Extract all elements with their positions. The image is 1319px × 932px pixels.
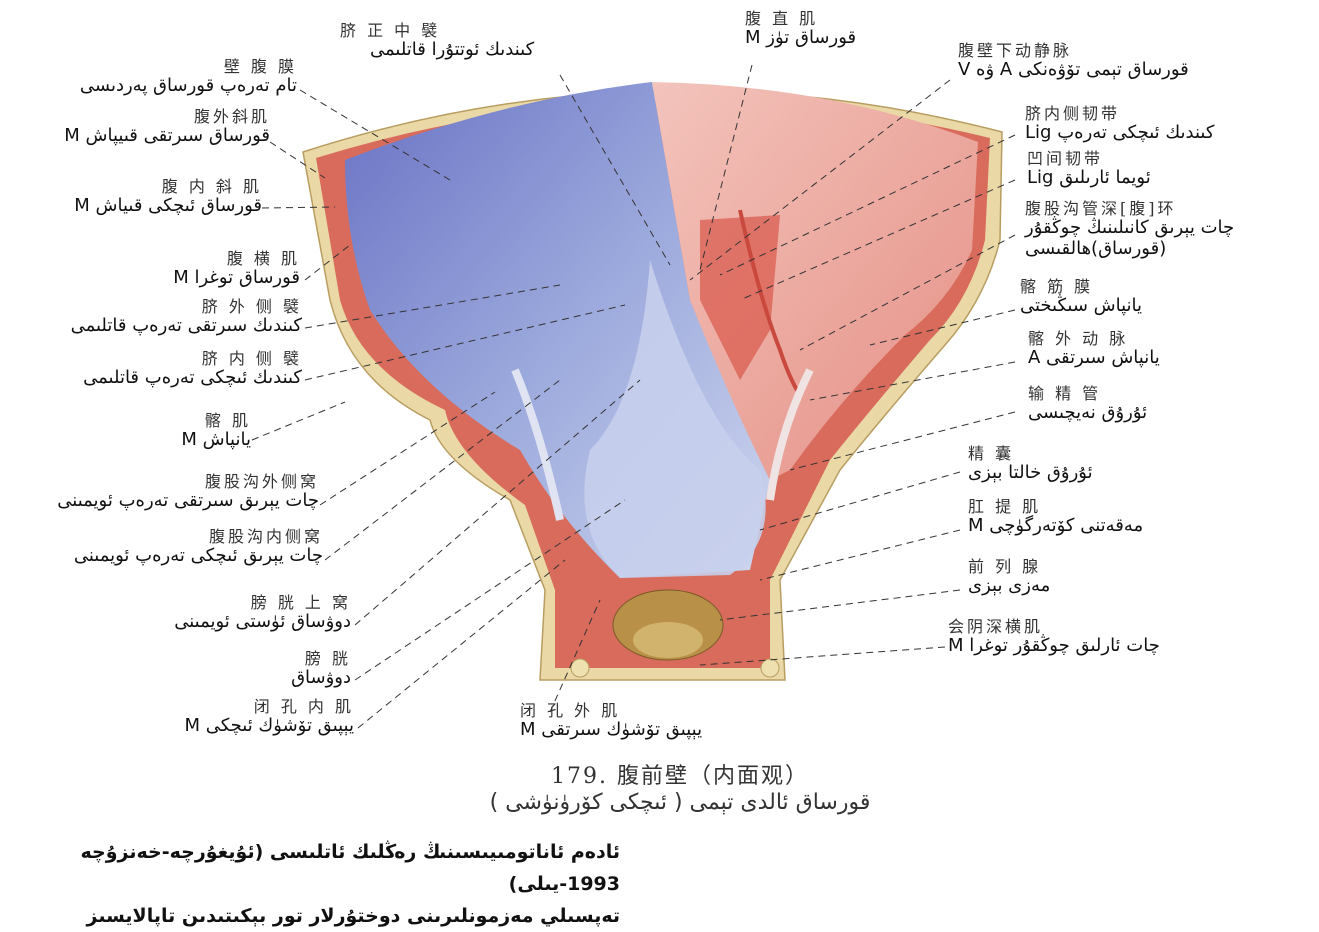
pubic-bone-right	[760, 658, 780, 678]
prostate-highlight	[633, 622, 703, 658]
label-ug: مەزى بېزى	[968, 575, 1051, 597]
label-zh: 腹股沟内侧窝	[208, 527, 323, 546]
label-zh: 脐 正 中 襞	[340, 21, 441, 40]
label-zh: 肛 提 肌	[968, 497, 1042, 516]
label-ug: M قورساق سىرتقى قىيپاش	[64, 125, 270, 147]
footer-line-2: تەپسىلي مەزمونلىرىنى دوختۇرلار تور بېكىت…	[86, 905, 620, 927]
label-ug: ئويما ئارىلىق Lig	[1027, 167, 1151, 189]
label-zh: 腹壁下动静脉	[958, 41, 1073, 60]
label-zh: 脐 内 侧 襞	[201, 349, 302, 368]
label-ug: چات يېرىق ئىچكى تەرەپ ئويمىنى	[73, 545, 323, 567]
label-ug: M قورساق ئىچكى قىياش	[74, 195, 262, 217]
label-ug-line2: (قورساق)ھالقىسى	[1025, 238, 1167, 260]
label-ug: كىندىك ئوتتۇرا قاتلىمى	[370, 39, 535, 61]
anatomy-illustration	[251, 64, 1016, 729]
label-zh: 前 列 腺	[968, 557, 1042, 576]
label-ug: M يانپاش	[181, 429, 251, 451]
caption-title: 179. 腹前壁（内面观）	[551, 764, 809, 789]
label-ug: دوۋساق ئۈستى ئويمىنى	[174, 611, 351, 633]
label-zh: 髂 外 动 脉	[1028, 329, 1129, 348]
label-zh: 输 精 管	[1028, 384, 1102, 403]
label-ug: قورساق تېمى تۆۋەنكى A ۋە V	[958, 59, 1189, 81]
inferior-epigastric-vessel	[738, 209, 802, 397]
label-zh: 腹 直 肌	[745, 9, 819, 28]
label-ug: كىندىك ئىچكى تەرەپ قاتلىمى	[83, 367, 302, 389]
label-zh: 闭 孔 外 肌	[520, 701, 621, 720]
label-zh: 腹 内 斜 肌	[161, 177, 262, 196]
label-zh: 凹间韧带	[1027, 149, 1104, 168]
label-zh: 壁 腹 膜	[223, 57, 297, 76]
label-ug: كىندىك سىرتقى تەرەپ قاتلىمى	[70, 315, 302, 337]
footer-line-1: ئادەم ئاناتومىيىسىنىڭ رەڭلىك ئاتلىسى (ئۇ…	[80, 841, 620, 895]
pubic-bone-left	[570, 658, 590, 678]
ductus-deferens-right	[766, 368, 814, 501]
label-zh: 脐内侧韧带	[1025, 104, 1121, 123]
source-footer: ئادەم ئاناتومىيىسىنىڭ رەڭلىك ئاتلىسى (ئۇ…	[20, 836, 620, 932]
label-zh: 腹外斜肌	[193, 107, 270, 126]
label-zh: 腹 横 肌	[226, 249, 300, 268]
label-zh: 膀 胱 上 窝	[250, 593, 351, 612]
rectus-muscle-area	[652, 82, 978, 480]
label-ug: يانپاش سىڭىختى	[1020, 295, 1143, 317]
label-ug: يانپاش سىرتقى A	[1028, 347, 1160, 369]
label-ug: ئۇرۇق نەيچىسى	[1028, 402, 1148, 424]
label-ug: M يېپىق تۆشۈك ئىچكى	[184, 715, 354, 737]
label-zh: 髂 肌	[204, 411, 251, 430]
label-ug: تام تەرەپ قورساق پەردىسى	[79, 75, 297, 97]
label-zh: 腹股沟管深[腹]环	[1025, 199, 1177, 218]
label-ug: چات ئارلىق چوڭقۇر توغرا M	[948, 635, 1160, 657]
label-ug: چات يېرىق كانىلىنىڭ چوڭقۇر	[1025, 217, 1235, 239]
leader-lines	[251, 64, 1016, 729]
label-ug: كىندىك ئىچكى تەرەپ Lig	[1025, 122, 1215, 144]
label-ug: مەقەتنى كۆتەرگۈچى M	[968, 515, 1144, 537]
bladder-shape	[584, 260, 766, 578]
label-zh: 髂 筋 膜	[1020, 277, 1094, 296]
label-ug: دوۋساق	[291, 667, 351, 689]
label-zh: 膀 胱	[304, 649, 351, 668]
label-ug: ئۇرۇق خالتا بېزى	[968, 462, 1093, 484]
caption-subtitle: قورساق ئالدى تېمى ( ئىچكى كۆرۈنۈشى )	[489, 790, 871, 815]
label-zh: 会阴深横肌	[948, 617, 1044, 636]
figure-caption: 179. 腹前壁（内面观） قورساق ئالدى تېمى ( ئىچكى …	[470, 758, 890, 815]
label-zh: 腹股沟外侧窝	[204, 472, 319, 491]
label-ug: M يېپىق تۆشۈك سىرتقى	[520, 719, 703, 741]
label-zh: 脐 外 侧 襞	[201, 297, 302, 316]
label-ug: قورساق تۈز M	[745, 27, 857, 49]
ductus-deferens-left	[511, 368, 564, 521]
label-ug: چات يېرىق سىرتقى تەرەپ ئويمىنى	[57, 490, 319, 512]
label-zh: 精 囊	[968, 444, 1015, 463]
label-zh: 闭 孔 内 肌	[253, 697, 354, 716]
label-ug: قورساق توغرا M	[173, 267, 300, 289]
